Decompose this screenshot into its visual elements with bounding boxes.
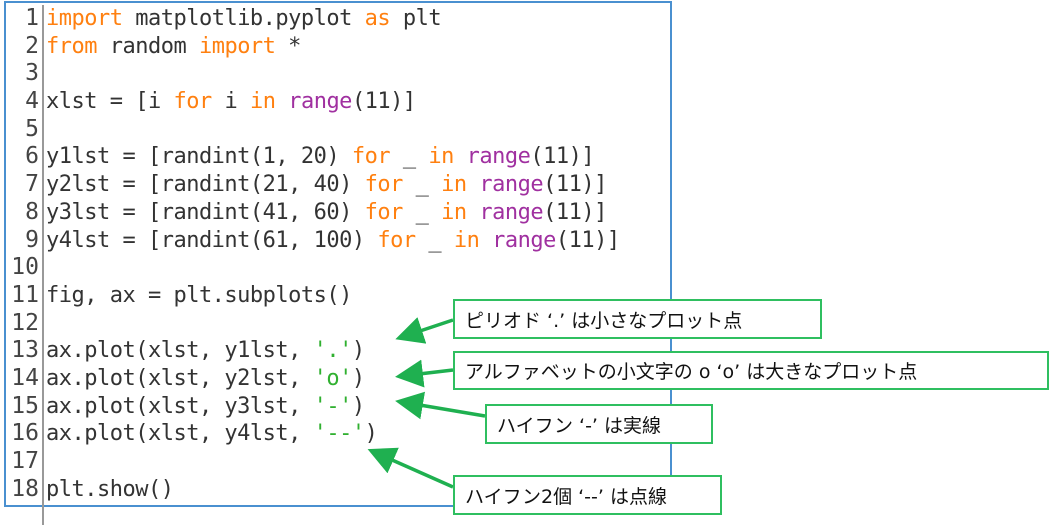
code-token: (11)] xyxy=(351,89,416,115)
code-token: (11)] xyxy=(543,172,607,198)
code-token: _ xyxy=(390,144,429,170)
line-number: 17 xyxy=(11,448,39,474)
code-token: ) xyxy=(364,421,378,447)
code-token: * xyxy=(275,33,301,59)
line-number: 10 xyxy=(11,254,39,281)
code-token: (11)] xyxy=(555,227,620,253)
code-line: from random import * xyxy=(46,33,620,61)
line-number: 5 xyxy=(25,115,39,142)
code-token: i xyxy=(211,89,250,115)
code-token: (11)] xyxy=(530,144,595,170)
code-line: y4lst = [randint(61, 100) for _ in range… xyxy=(46,227,620,255)
code-token: ) xyxy=(351,338,365,364)
code-token: y4lst = [randint(61, 100) xyxy=(46,227,378,253)
line-number: 11 xyxy=(11,281,39,308)
code-line: plt.show() xyxy=(46,476,620,504)
line-number: 2 xyxy=(25,32,39,59)
code-token: in xyxy=(441,172,467,198)
line-number: 3 xyxy=(25,60,39,87)
code-token: ax.plot(xlst, y3lst, xyxy=(46,393,314,419)
arrow-3 xyxy=(395,391,486,420)
code-token: fig, ax = plt.subplots() xyxy=(46,282,352,308)
line-number: 13 xyxy=(11,337,39,364)
code-token: ax.plot(xlst, y1lst, xyxy=(46,338,314,364)
code-token: for xyxy=(364,199,404,225)
code-token: random xyxy=(96,33,199,59)
code-token: (11)] xyxy=(543,199,607,225)
code-token: _ xyxy=(415,227,454,253)
code-token: for xyxy=(351,144,391,170)
line-number: 4 xyxy=(25,88,39,115)
code-token: for xyxy=(364,172,404,198)
line-number: 12 xyxy=(11,309,39,336)
code-line: ax.plot(xlst, y4lst, '--') xyxy=(46,420,620,448)
arrow-2 xyxy=(395,359,454,388)
code-token: 'o' xyxy=(313,365,353,391)
code-line: import matplotlib.pyplot as plt xyxy=(46,5,620,33)
callout-letter-o: アルファベットの小文字の o ‘o’ は大きなプロット点 xyxy=(453,351,1049,390)
code-token: import xyxy=(198,33,276,59)
code-line: ax.plot(xlst, y1lst, '.') xyxy=(46,337,620,365)
callout-hyphen: ハイフン ‘-’ は実線 xyxy=(485,404,713,444)
code-token: ax.plot(xlst, y4lst, xyxy=(46,421,314,447)
arrow-1 xyxy=(395,317,454,344)
line-number: 7 xyxy=(25,171,39,198)
code-token: import xyxy=(46,6,123,31)
code-token: matplotlib.pyplot xyxy=(122,6,365,31)
code-token: '-' xyxy=(313,393,353,419)
code-token: y3lst = [randint(41, 60) xyxy=(46,199,365,225)
code-token: y2lst = [randint(21, 40) xyxy=(46,172,365,198)
line-number: 9 xyxy=(25,226,39,253)
code-token: range xyxy=(492,227,556,253)
code-token: '.' xyxy=(313,338,353,364)
code-token: '--' xyxy=(313,421,365,447)
code-token: for xyxy=(173,89,212,115)
code-token: in xyxy=(453,227,480,253)
code-line: y1lst = [randint(1, 20) for _ in range(1… xyxy=(46,143,620,171)
code-token: in xyxy=(249,89,276,115)
code-token: range xyxy=(466,144,531,170)
code-token: ) xyxy=(351,365,365,391)
callout-double-hyphen: ハイフン2個 ‘--’ は点線 xyxy=(453,475,722,515)
code-line: ax.plot(xlst, y3lst, '-') xyxy=(46,393,620,421)
code-line: xlst = [i for i in range(11)] xyxy=(46,88,620,116)
code-token: xlst = [i xyxy=(46,89,174,115)
line-number: 6 xyxy=(25,143,39,170)
code-token: _ xyxy=(402,199,442,225)
code-line: y3lst = [randint(41, 60) for _ in range(… xyxy=(46,199,620,227)
code-token: y1lst = [randint(1, 20) xyxy=(46,144,352,170)
code-token: in xyxy=(428,144,454,170)
line-number: 1 xyxy=(25,5,39,31)
arrow-4 xyxy=(367,447,454,489)
code-token: ) xyxy=(351,393,365,419)
code-token: _ xyxy=(402,172,442,198)
code-token: ax.plot(xlst, y2lst, xyxy=(46,365,314,391)
code-token: plt xyxy=(390,6,442,31)
line-number: 14 xyxy=(11,364,39,391)
code-line: fig, ax = plt.subplots() xyxy=(46,282,620,310)
code-token: from xyxy=(46,33,97,59)
line-number: 16 xyxy=(11,420,39,447)
code-token: range xyxy=(479,172,544,198)
code-token: plt.show() xyxy=(46,476,174,502)
line-number: 15 xyxy=(11,392,39,419)
code-line: y2lst = [randint(21, 40) for _ in range(… xyxy=(46,171,620,199)
code-token: for xyxy=(377,227,416,253)
line-number: 18 xyxy=(11,475,39,502)
callout-period: ピリオド ‘.’ は小さなプロット点 xyxy=(453,299,822,339)
code-token: in xyxy=(441,199,467,225)
code-line: ax.plot(xlst, y2lst, 'o') xyxy=(46,365,620,393)
code-token: range xyxy=(288,89,352,115)
line-number: 8 xyxy=(25,198,39,225)
code-token: range xyxy=(479,199,544,225)
code-token: as xyxy=(364,6,391,31)
